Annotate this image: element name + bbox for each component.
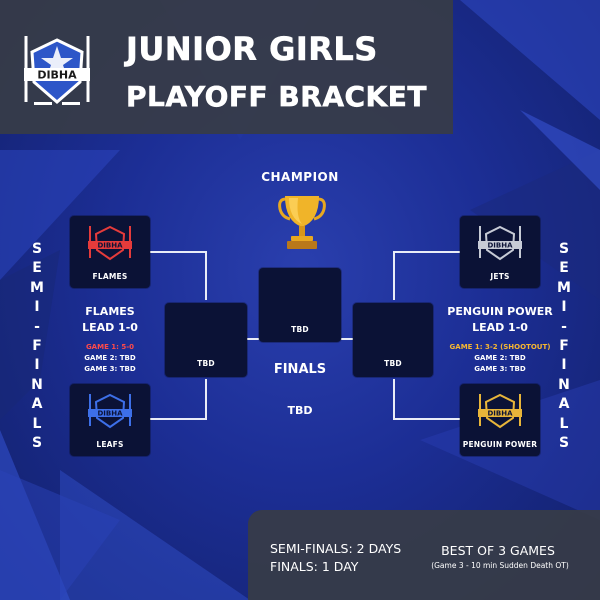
- semifinals-duration: SEMI-FINALS: 2 DAYS: [270, 541, 402, 556]
- game-result: GAME 2: TBD: [474, 354, 526, 362]
- page-subtitle: PLAYOFF BRACKET: [126, 80, 427, 114]
- trophy-icon: [278, 196, 326, 249]
- series-title-left: FLAMES: [85, 305, 135, 318]
- bracket-line: [393, 418, 460, 420]
- champion-label: CHAMPION: [261, 170, 339, 184]
- team-card-penguin-power[interactable]: DIBHA PENGUIN POWER: [460, 384, 540, 456]
- team-name: PENGUIN POWER: [462, 440, 538, 449]
- series-format-note: (Game 3 - 10 min Sudden Death OT): [431, 561, 569, 570]
- semifinal-winner-left[interactable]: TBD: [165, 303, 247, 377]
- flames-logo-icon: DIBHA: [88, 225, 132, 261]
- bracket-line: [150, 418, 207, 420]
- side-label-letter: E: [559, 260, 569, 277]
- bracket-line: [393, 251, 460, 253]
- semifinal-winner-label: TBD: [384, 359, 402, 368]
- penguin-power-logo-icon: DIBHA: [478, 393, 522, 429]
- team-card-flames[interactable]: DIBHA FLAMES: [70, 216, 150, 288]
- series-status-right: LEAD 1-0: [472, 321, 528, 334]
- bracket-line: [393, 379, 395, 420]
- jets-logo-icon: DIBHA: [478, 225, 522, 261]
- logo-text: DIBHA: [37, 69, 77, 82]
- team-name: LEAFS: [96, 440, 124, 449]
- team-name: FLAMES: [92, 272, 128, 281]
- side-label-letter: L: [559, 415, 569, 432]
- side-label-letter: S: [31, 435, 43, 452]
- semifinal-winner-right[interactable]: TBD: [353, 303, 433, 377]
- finals-label: FINALS: [273, 362, 327, 377]
- svg-text:DIBHA: DIBHA: [487, 410, 513, 418]
- svg-text:DIBHA: DIBHA: [97, 242, 123, 250]
- bracket-line: [205, 251, 207, 300]
- side-label-letter: F: [32, 338, 42, 355]
- bracket-line: [393, 251, 395, 300]
- side-label-letter: S: [558, 435, 570, 452]
- bracket-line: [150, 251, 207, 253]
- svg-text:DIBHA: DIBHA: [487, 242, 513, 250]
- dibha-logo: DIBHA: [24, 36, 90, 105]
- game-result: GAME 1: 3-2 (SHOOTOUT): [449, 343, 551, 351]
- bracket-line: [247, 338, 259, 340]
- game-result: GAME 3: TBD: [84, 365, 136, 373]
- finals-value: TBD: [287, 404, 313, 417]
- finals-duration: FINALS: 1 DAY: [270, 559, 359, 574]
- format-panel: [248, 510, 600, 600]
- champion-box-label: TBD: [291, 325, 309, 334]
- side-label-letter: L: [32, 415, 42, 432]
- side-label-letter: N: [558, 376, 570, 393]
- side-label-letter: I: [34, 299, 40, 316]
- side-label-letter: I: [561, 357, 567, 374]
- team-card-leafs[interactable]: DIBHA LEAFS: [70, 384, 150, 456]
- bracket-line: [341, 338, 353, 340]
- side-label-letter: A: [558, 396, 570, 413]
- side-label-letter: S: [31, 241, 43, 257]
- side-label-letter: M: [557, 279, 571, 296]
- side-label-letter: A: [31, 396, 43, 413]
- champion-box[interactable]: TBD: [259, 268, 341, 342]
- series-title-right: PENGUIN POWER: [447, 305, 553, 318]
- game-result: GAME 1: 5-0: [85, 343, 135, 351]
- side-label-letter: N: [31, 376, 43, 393]
- team-card-jets[interactable]: DIBHA JETS: [460, 216, 540, 288]
- side-label-letter: M: [30, 279, 44, 296]
- side-label-letter: -: [561, 318, 567, 335]
- svg-text:DIBHA: DIBHA: [97, 410, 123, 418]
- game-result: GAME 3: TBD: [474, 365, 526, 373]
- game-result: GAME 2: TBD: [84, 354, 136, 362]
- side-label-letter: I: [561, 299, 567, 316]
- bracket-line: [205, 379, 207, 420]
- side-label-letter: F: [559, 338, 569, 355]
- side-label-letter: E: [32, 260, 42, 277]
- team-name: JETS: [490, 272, 510, 281]
- side-label-letter: S: [558, 241, 570, 257]
- semifinal-winner-label: TBD: [197, 359, 215, 368]
- side-label-letter: -: [34, 318, 40, 335]
- series-format: BEST OF 3 GAMES: [441, 543, 555, 558]
- page-title: JUNIOR GIRLS: [126, 30, 378, 69]
- side-label-letter: I: [34, 357, 40, 374]
- leafs-logo-icon: DIBHA: [88, 393, 132, 429]
- series-status-left: LEAD 1-0: [82, 321, 138, 334]
